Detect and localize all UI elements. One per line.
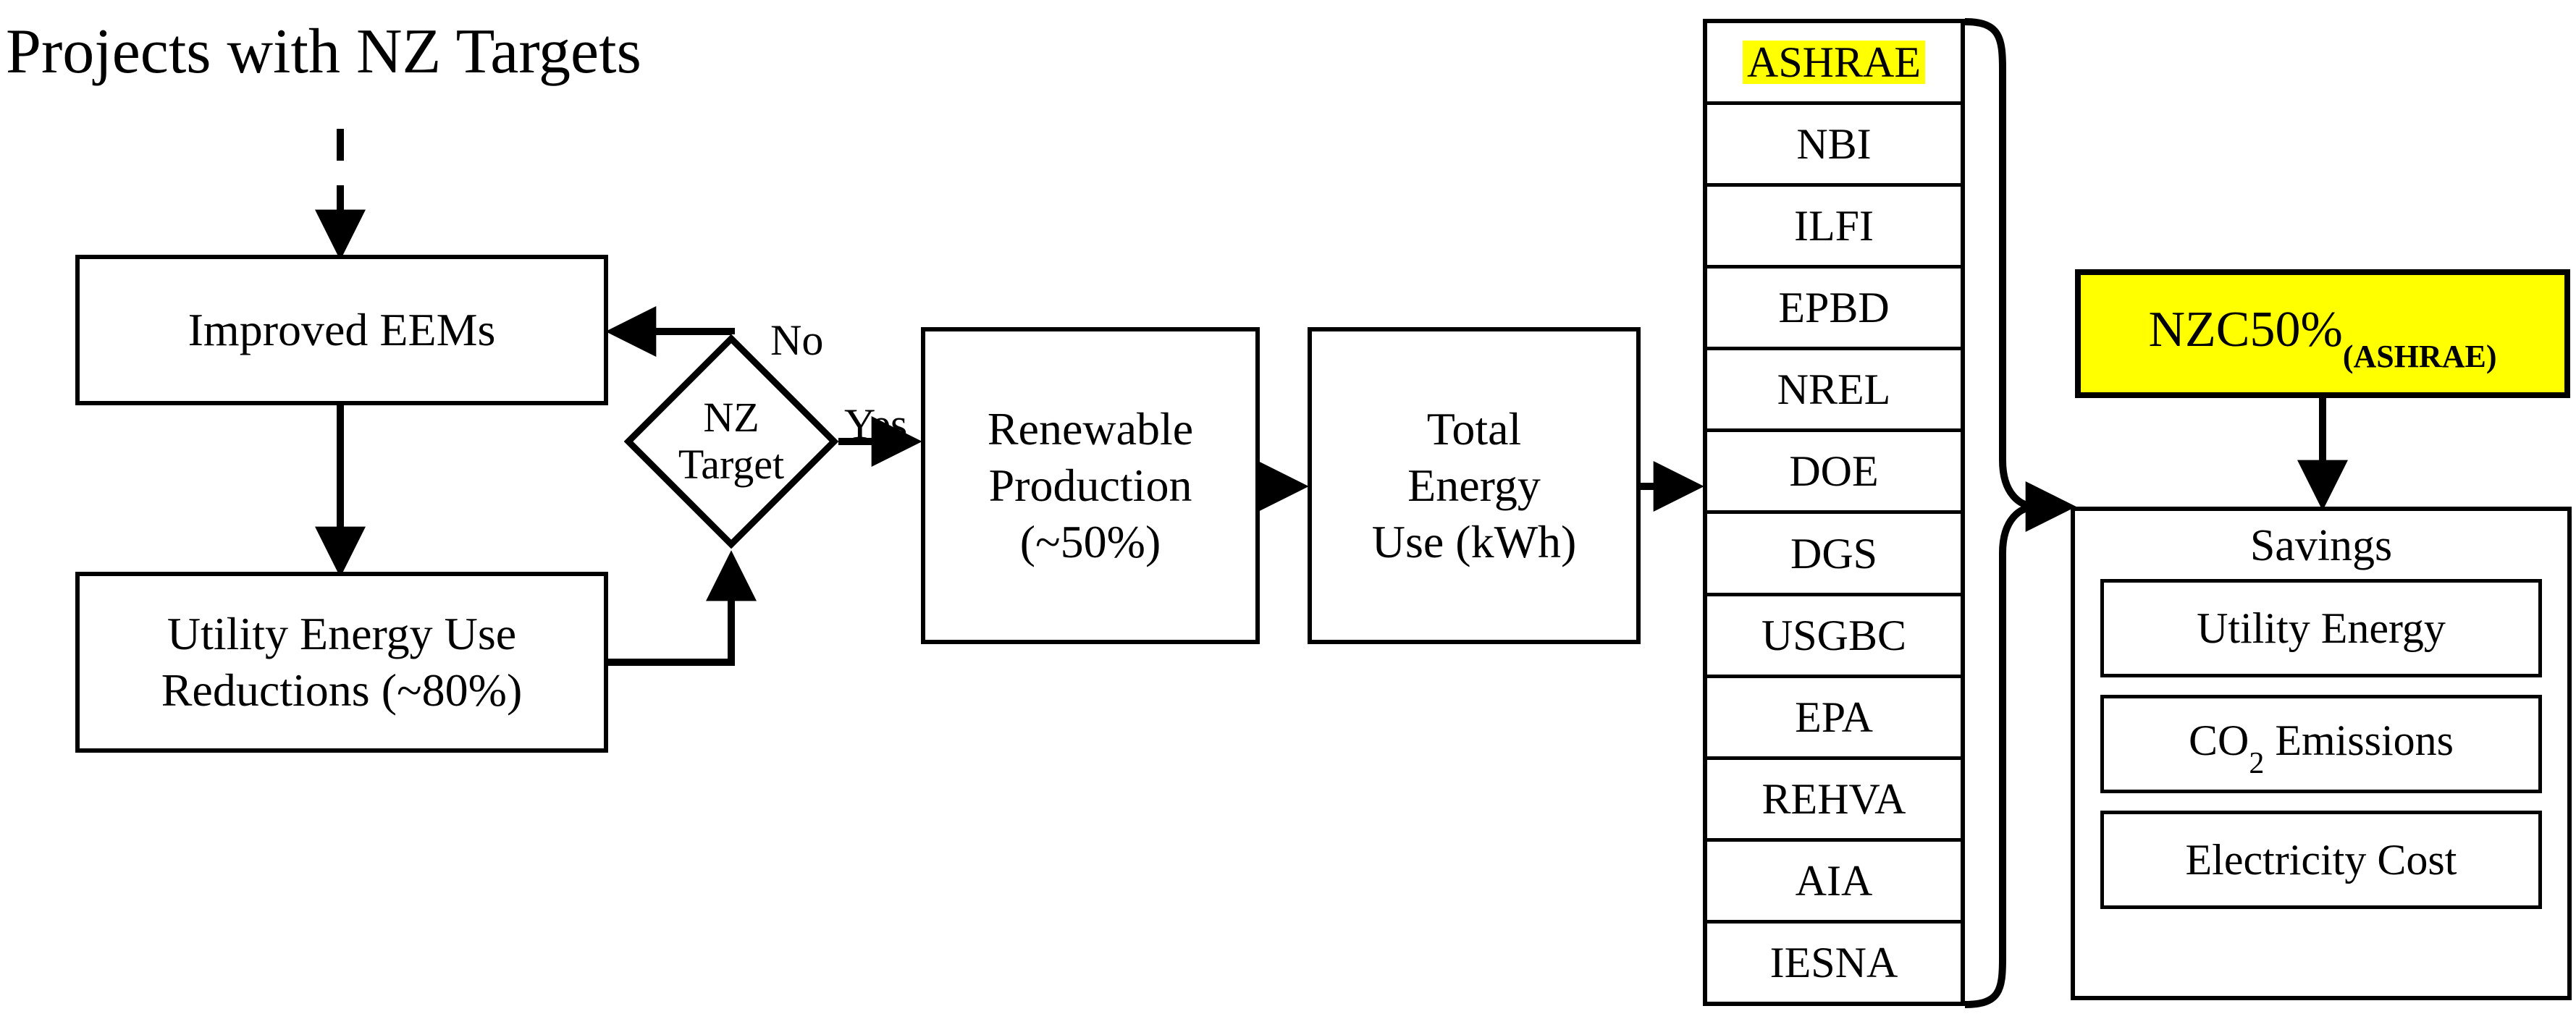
organization-list: ASHRAE NBI ILFI EPBD NREL DOE DGS USGBC EPA REHVA… (1703, 19, 1965, 1006)
co2-suffix: Emissions (2264, 716, 2454, 764)
organization-row[interactable]: EPBD (1707, 269, 1961, 351)
node-renewable-production[interactable]: Renewable Production (~50%) (921, 327, 1260, 644)
organization-row[interactable]: REHVA (1707, 760, 1961, 842)
organization-label: REHVA (1761, 774, 1906, 823)
organization-label: USGBC (1761, 611, 1907, 659)
edge-label-no: No (770, 316, 824, 364)
organization-label: IESNA (1769, 938, 1898, 986)
renewable-line-3: (~50%) (1019, 516, 1161, 568)
decision-line-2: Target (678, 441, 785, 488)
organization-label: EPBD (1778, 284, 1890, 332)
organization-label: AIA (1795, 856, 1873, 905)
organization-label: DOE (1789, 447, 1879, 496)
nzc50-label: NZC50%(ASHRAE) (2148, 302, 2497, 373)
organization-label: EPA (1795, 693, 1873, 741)
node-improved-eems-label: Improved EEMs (188, 303, 496, 355)
savings-item-co2-emissions[interactable]: CO2 Emissions (2100, 695, 2542, 794)
organization-row[interactable]: ILFI (1707, 187, 1961, 269)
organization-label: NREL (1777, 365, 1891, 414)
organization-row[interactable]: NBI (1707, 105, 1961, 187)
brace-org-list-to-result (1964, 18, 2076, 1008)
node-total-energy-use[interactable]: Total Energy Use (kWh) (1308, 327, 1641, 644)
organization-label: ASHRAE (1742, 41, 1926, 85)
edge-utility-to-decision (608, 550, 757, 666)
organization-row[interactable]: DGS (1707, 514, 1961, 596)
page-title: Projects with NZ Targets (6, 17, 641, 87)
renewable-line-1: Renewable (987, 402, 1194, 455)
co2-subscript: 2 (2249, 746, 2265, 780)
utility-line-1: Utility Energy Use (167, 607, 517, 659)
node-renewable-production-label: Renewable Production (~50%) (988, 401, 1193, 570)
organization-row[interactable]: DOE (1707, 432, 1961, 515)
total-energy-line-2: Energy (1407, 459, 1541, 511)
co2-prefix: CO (2188, 716, 2249, 764)
organization-row[interactable]: USGBC (1707, 596, 1961, 678)
organization-row[interactable]: NREL (1707, 350, 1961, 433)
decision-line-1: NZ (703, 394, 759, 441)
organization-row[interactable]: AIA (1707, 842, 1961, 924)
total-energy-line-1: Total (1426, 402, 1522, 455)
organization-label: NBI (1796, 120, 1872, 169)
savings-item-utility-energy[interactable]: Utility Energy (2100, 579, 2542, 678)
node-nz-target-decision[interactable]: NZ Target (624, 334, 838, 549)
node-nz-target-label: NZ Target (624, 334, 838, 549)
total-energy-line-3: Use (kWh) (1371, 516, 1577, 568)
node-savings: Savings Utility Energy CO2 Emissions Ele… (2071, 507, 2572, 1000)
organization-row[interactable]: IESNA (1707, 924, 1961, 1002)
node-utility-energy-reductions-label: Utility Energy Use Reductions (~80%) (161, 606, 523, 719)
organization-row[interactable]: ASHRAE (1707, 23, 1961, 106)
savings-item-electricity-cost-label: Electricity Cost (2185, 836, 2457, 884)
savings-item-co2-emissions-label: CO2 Emissions (2188, 716, 2454, 779)
utility-line-2: Reductions (~80%) (161, 664, 523, 716)
savings-item-electricity-cost[interactable]: Electricity Cost (2100, 811, 2542, 910)
node-nzc50-result[interactable]: NZC50%(ASHRAE) (2075, 269, 2570, 398)
diamond-shape-icon (624, 334, 838, 549)
savings-title: Savings (2249, 521, 2393, 570)
savings-item-utility-energy-label: Utility Energy (2197, 604, 2446, 653)
nzc50-subscript: (ASHRAE) (2342, 339, 2497, 374)
edge-label-yes: Yes (844, 400, 908, 448)
savings-item-list: Utility Energy CO2 Emissions Electricity… (2100, 579, 2542, 910)
organization-label: DGS (1790, 529, 1878, 578)
node-utility-energy-reductions[interactable]: Utility Energy Use Reductions (~80%) (75, 572, 608, 753)
nzc50-main: NZC50% (2148, 302, 2343, 358)
renewable-line-2: Production (988, 459, 1192, 511)
organization-label: ILFI (1794, 202, 1874, 250)
node-total-energy-use-label: Total Energy Use (kWh) (1372, 401, 1577, 570)
organization-row[interactable]: EPA (1707, 678, 1961, 760)
node-improved-eems[interactable]: Improved EEMs (75, 255, 608, 405)
